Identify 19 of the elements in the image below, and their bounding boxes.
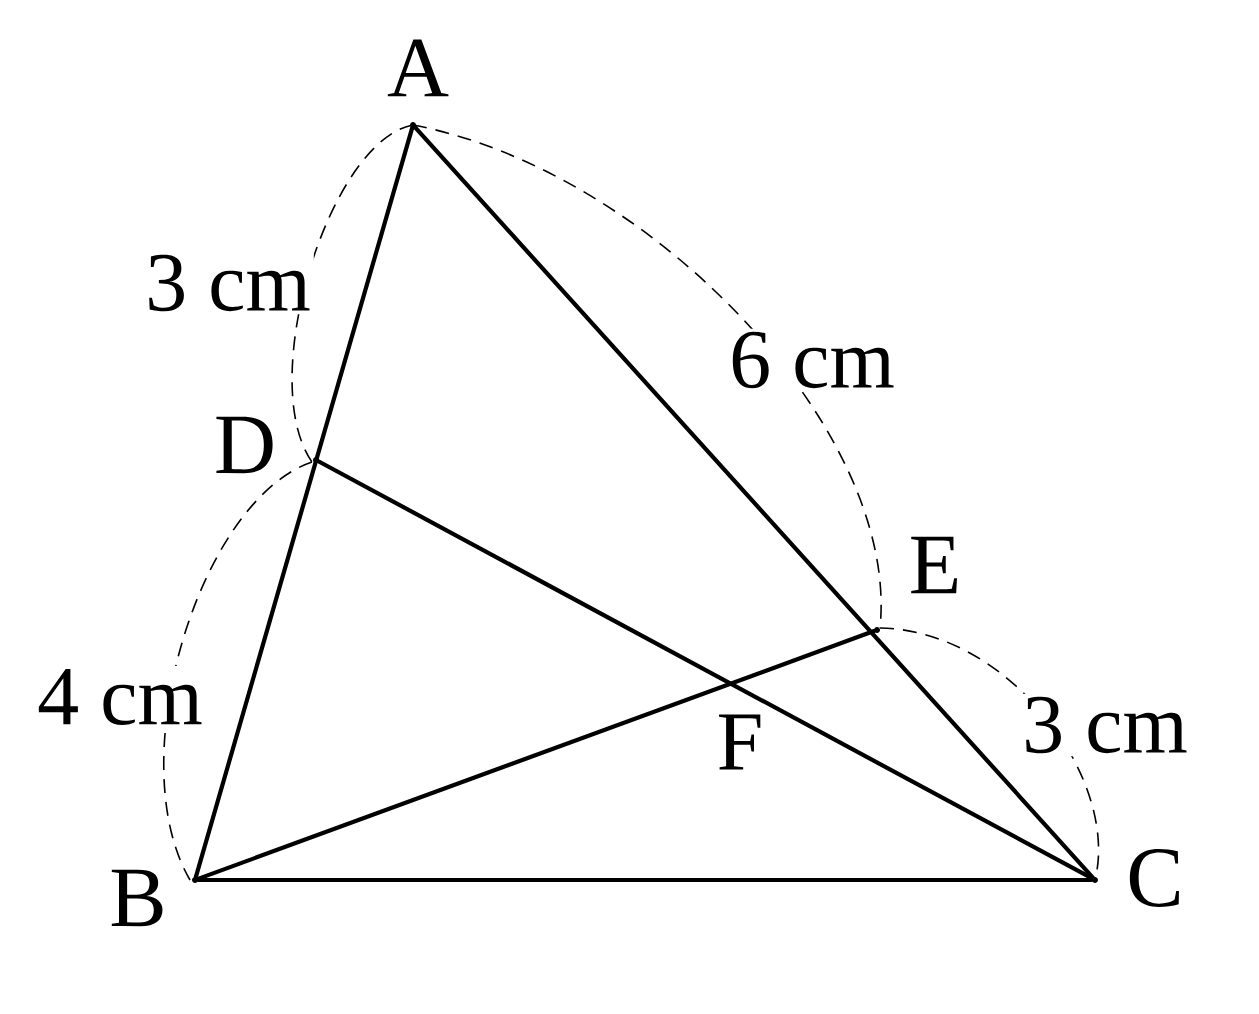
line-segment xyxy=(413,125,1095,880)
vertex-point xyxy=(1092,877,1098,883)
line-segment xyxy=(196,877,1094,883)
line-segment xyxy=(316,459,1095,881)
vertex-label: C xyxy=(1129,849,1179,907)
vertex-label: E xyxy=(911,536,957,594)
dimension-label: 3 cm xyxy=(142,251,314,315)
vertex-label: B xyxy=(111,869,163,927)
vertex-label: A xyxy=(387,39,449,97)
vertex-point xyxy=(874,627,880,633)
dimension-label: 4 cm xyxy=(34,665,206,729)
vertex-point xyxy=(410,122,416,128)
point-label: F xyxy=(713,711,767,773)
dimension-label: 3 cm xyxy=(1019,693,1191,757)
line-segment xyxy=(193,125,415,879)
line-segment xyxy=(195,629,877,881)
vertex-label: D xyxy=(216,416,273,474)
dimension-label: 6 cm xyxy=(726,328,898,392)
vertex-point xyxy=(192,877,198,883)
